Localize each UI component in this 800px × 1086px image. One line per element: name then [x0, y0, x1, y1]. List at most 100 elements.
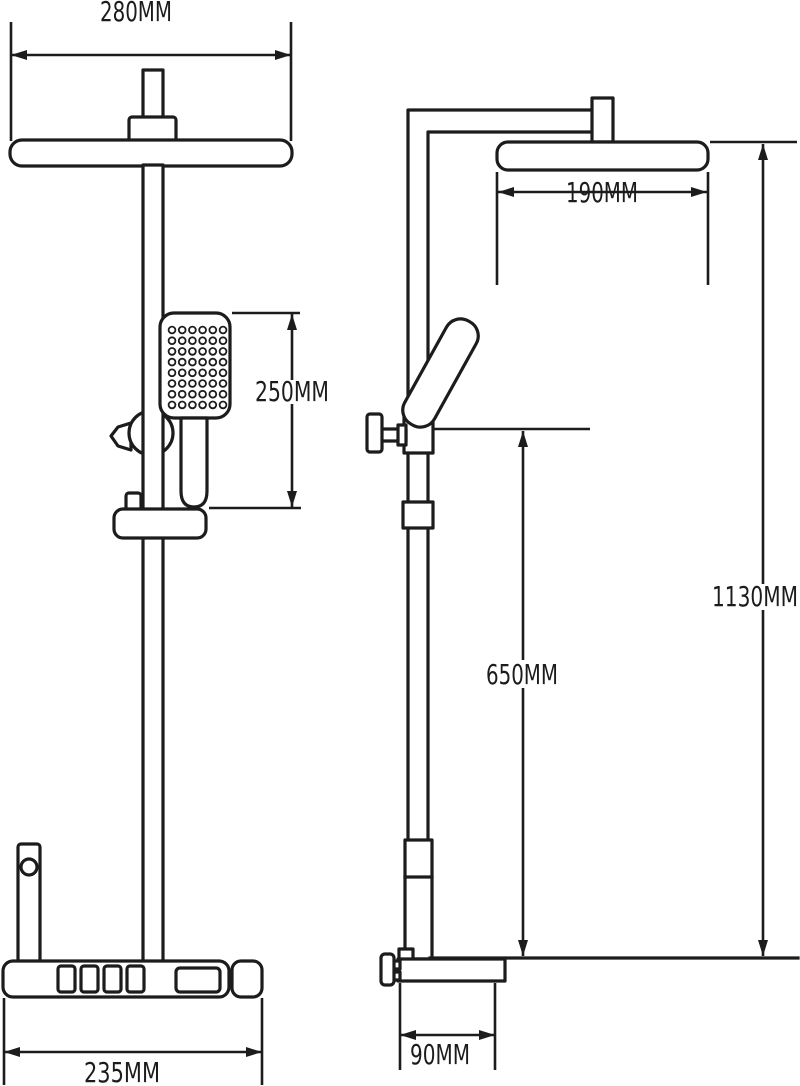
dimension-250mm: 250MM	[209, 311, 329, 510]
arrowhead-down	[287, 491, 297, 507]
nozzle-hole	[198, 379, 207, 388]
arm-connector-block	[590, 96, 615, 144]
slider-bracket-front	[112, 491, 208, 540]
label-backing	[484, 660, 562, 688]
nozzle-hole	[167, 357, 177, 367]
nozzle-hole	[198, 347, 207, 356]
dimension-280mm: 280MM	[9, 0, 293, 141]
nozzle-hole	[218, 400, 228, 410]
label-backing	[256, 380, 328, 404]
arrowhead-left	[4, 1047, 20, 1057]
pole-coupling-upper	[401, 500, 435, 530]
nozzle-hole	[218, 336, 228, 346]
panel-button	[79, 964, 100, 994]
nozzle-hole	[177, 400, 187, 410]
arrowhead-left	[400, 1030, 416, 1040]
dimension-90mm: 90MM	[398, 983, 497, 1071]
head-stem-pipe	[141, 68, 165, 120]
nozzle-hole	[208, 400, 218, 410]
arrowhead-down	[518, 940, 528, 956]
nozzle-hole	[188, 347, 197, 356]
head-connector	[127, 115, 178, 143]
nozzle-hole	[188, 325, 197, 335]
nozzle-hole	[198, 368, 207, 378]
dimension-1130mm: 1130MM	[710, 140, 800, 956]
nozzle-hole	[167, 389, 177, 399]
nozzle-hole	[167, 325, 177, 335]
dimension-label-235mm: 235MM	[84, 1056, 160, 1086]
arrowhead-up	[287, 314, 297, 330]
arrowhead-right	[246, 1047, 262, 1057]
nozzle-hole	[208, 347, 218, 356]
nozzle-hole	[188, 379, 197, 388]
nozzle-hole	[167, 379, 177, 388]
panel-button	[56, 964, 77, 994]
panel-button	[125, 964, 146, 994]
front-view: 280MM	[1, 0, 329, 1086]
dimension-label-1130mm: 1130MM	[712, 580, 798, 613]
side-view: 190MM	[365, 96, 800, 1071]
nozzle-hole	[198, 400, 207, 410]
nozzle-hole	[177, 379, 187, 388]
dimension-label-250mm: 250MM	[255, 375, 329, 408]
head-plate	[8, 138, 294, 168]
arrowhead-up	[758, 144, 768, 160]
nozzle-hole	[167, 347, 177, 356]
dimension-label-190mm: 190MM	[566, 176, 638, 209]
nozzle-hole	[208, 357, 218, 367]
dimension-650mm: 650MM	[432, 427, 590, 956]
nozzle-hole	[218, 357, 228, 367]
arrowhead-right	[275, 50, 291, 60]
nozzle-hole	[177, 325, 187, 335]
nozzle-hole	[177, 347, 187, 356]
nozzle-hole	[188, 389, 197, 399]
nozzle-hole	[167, 400, 177, 410]
nozzle-hole	[167, 336, 177, 346]
dimension-label-650mm: 650MM	[486, 658, 558, 691]
hand-shower-side	[401, 317, 480, 455]
nozzle-hole	[208, 336, 218, 346]
nozzle-hole	[208, 368, 218, 378]
nozzle-hole	[177, 368, 187, 378]
nozzle-grid	[167, 325, 228, 410]
label-backing	[710, 584, 800, 610]
shower-pole-front	[141, 163, 165, 964]
arrowhead-left	[498, 187, 514, 197]
nozzle-hole	[208, 325, 218, 335]
hand-shower-front	[158, 311, 232, 509]
base-unit-front	[1, 842, 264, 999]
nozzle-hole	[177, 336, 187, 346]
bracket-body	[112, 507, 208, 540]
clamp-knob	[379, 952, 396, 987]
knob-handle-bar	[365, 412, 384, 454]
panel-display	[174, 966, 222, 994]
nozzle-hole	[208, 389, 218, 399]
nozzle-hole	[198, 336, 207, 346]
nozzle-hole	[167, 368, 177, 378]
nozzle-hole	[218, 368, 228, 378]
pole-and-arm-side	[406, 108, 595, 960]
nozzle-hole	[188, 357, 197, 367]
nozzle-hole	[218, 389, 228, 399]
base-plate-side	[379, 947, 507, 987]
nozzle-hole	[188, 368, 197, 378]
arrowhead-left	[11, 50, 27, 60]
nozzle-hole	[177, 357, 187, 367]
pipe-outer-line	[406, 108, 595, 960]
lower-tube	[403, 838, 434, 961]
nozzle-hole	[208, 379, 218, 388]
diverter-knob-side	[365, 412, 408, 454]
nozzle-hole	[218, 325, 228, 335]
pipe-inner-line	[426, 130, 595, 960]
hand-shower-handle	[179, 416, 209, 509]
dimension-label-280mm: 280MM	[100, 0, 172, 28]
arrowhead-down	[758, 940, 768, 956]
dimension-label-90mm: 90MM	[410, 1038, 470, 1071]
nozzle-hole	[188, 336, 197, 346]
base-plate	[396, 957, 507, 983]
spout-hole	[19, 857, 39, 877]
nozzle-hole	[198, 325, 207, 335]
nozzle-hole	[198, 389, 207, 399]
